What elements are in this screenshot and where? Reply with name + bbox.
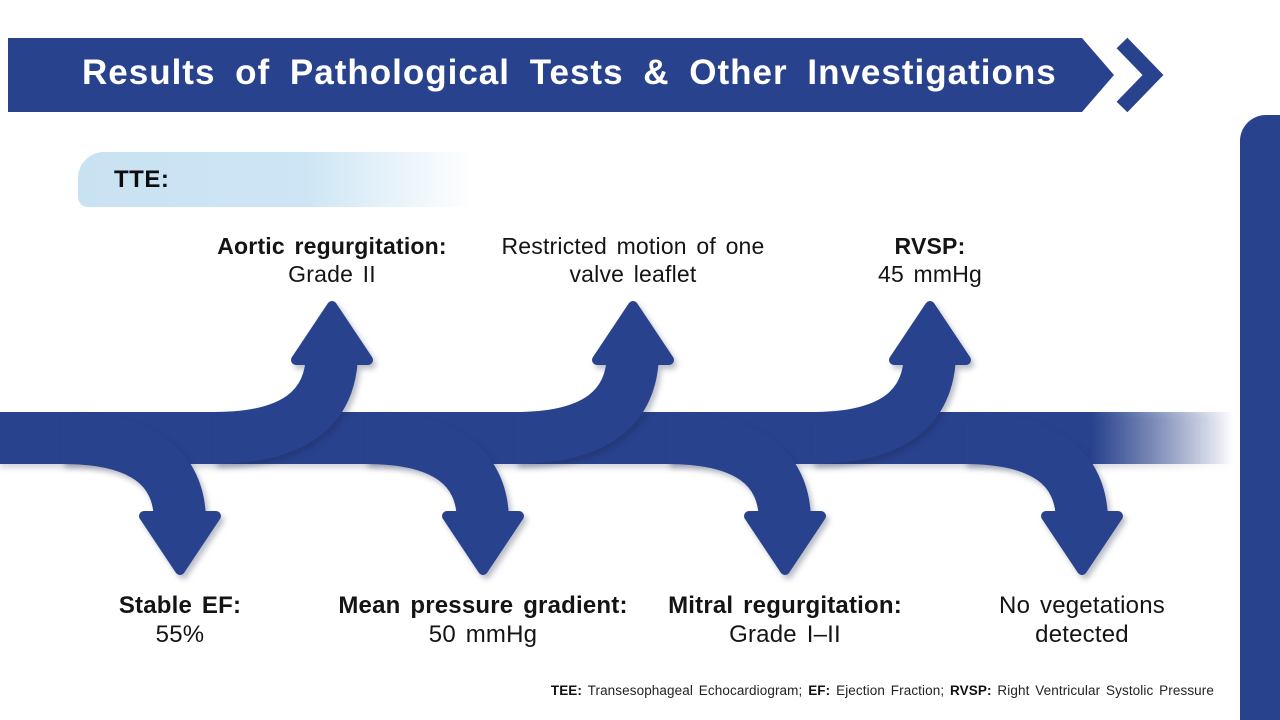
finding-title: Restricted motion of one [501,233,765,259]
finding-value: 45 mmHg [877,261,983,287]
down-arrow-vegetations [963,412,1123,575]
finding-title: RVSP: [894,233,966,259]
abbr-tee: TEE: [550,683,583,698]
finding-value: Grade I–II [729,621,841,648]
finding-aortic-regurgitation: Aortic regurgitation: Grade II [217,232,447,288]
right-accent-bar [1240,115,1280,720]
finding-value: valve leaflet [569,261,697,287]
finding-title: Mean pressure gradient: [338,592,628,619]
down-arrow-ef [61,412,221,575]
finding-title: Aortic regurgitation: [217,233,447,259]
down-arrow-gradient [364,412,524,575]
section-label: TTE: [114,165,170,193]
section-label-pill: TTE: [78,152,490,207]
chevron-right-icon [1116,37,1164,113]
finding-title: No vegetations [999,592,1165,619]
finding-mitral-regurgitation: Mitral regurgitation: Grade I–II [668,591,902,649]
finding-title: Mitral regurgitation: [668,592,902,619]
up-arrow-restricted-motion [514,301,674,464]
finding-rvsp: RVSP: 45 mmHg [878,232,982,288]
finding-restricted-motion: Restricted motion of one valve leaflet [501,232,764,288]
down-arrow-mitral [666,412,826,575]
abbr-tee-definition: Transesophageal Echocardiogram; [582,683,809,698]
up-arrow-rvsp [811,301,971,464]
finding-no-vegetations: No vegetations detected [999,591,1165,649]
header-banner [8,38,1114,112]
page-title: Results of Pathological Tests & Other In… [82,53,1057,92]
finding-value: detected [1035,621,1129,648]
abbr-rvsp-definition: Right Ventricular Systolic Pressure [991,683,1214,698]
abbr-ef: EF: [808,683,831,698]
finding-value: 55% [155,621,205,648]
finding-stable-ef: Stable EF: 55% [119,591,241,649]
finding-title: Stable EF: [118,592,242,619]
up-arrow-aortic [213,301,373,464]
finding-value: Grade II [288,261,376,287]
finding-value: 50 mmHg [428,621,538,648]
finding-mean-pressure-gradient: Mean pressure gradient: 50 mmHg [338,591,627,649]
abbr-rvsp: RVSP: [950,683,992,698]
abbreviation-footnote: TEE: Transesophageal Echocardiogram; EF:… [551,683,1214,698]
abbr-ef-definition: Ejection Fraction; [830,683,951,698]
